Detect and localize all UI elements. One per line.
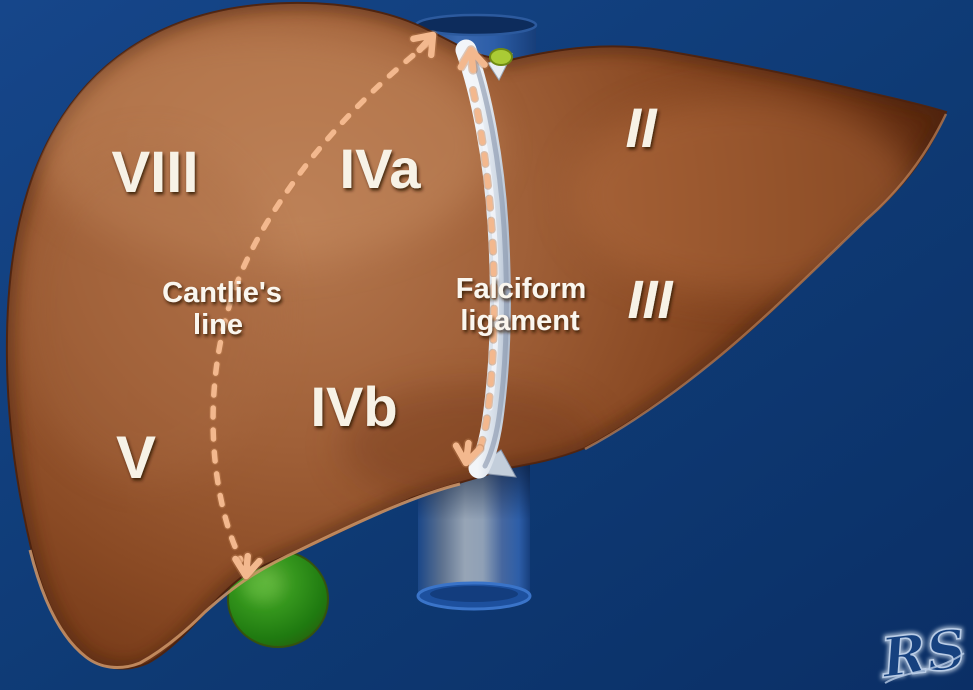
gallbladder-highlight	[245, 573, 279, 599]
liver-left-lobe-rim-highlight	[584, 113, 948, 451]
cantlies-line-label-2: line	[193, 309, 243, 341]
cantlies-line-label-1: Cantlie's	[162, 277, 282, 309]
falciform-ligament-shade	[469, 49, 509, 469]
liver-left-lobe-highlight	[570, 95, 920, 295]
segment-label-v: V	[116, 424, 156, 491]
segment-label-viii: VIII	[111, 140, 198, 205]
cantlies-line-annotation	[209, 27, 442, 577]
vena-cava-bottom-opening-inner	[430, 586, 518, 602]
ligamentum-teres-stump	[489, 48, 513, 66]
segment-label-ii: II	[625, 96, 658, 159]
segment-label-ivb: IVb	[310, 375, 397, 438]
cantlies-line-dashes	[210, 39, 433, 563]
falciform-line-dashes	[470, 87, 497, 451]
liver-body	[5, 1, 948, 670]
segment-label-iii: III	[627, 270, 673, 330]
liver-bottom-rim-highlight	[28, 482, 461, 670]
falciform-ligament-label-1: Falciform	[456, 273, 587, 305]
segment-label-iva: IVa	[340, 137, 422, 200]
falciform-ligament-label-2: ligament	[460, 305, 580, 337]
falciform-ligament-ribbon	[455, 39, 511, 479]
rs-watermark-swash	[884, 652, 965, 684]
falciform-line-annotation	[454, 49, 498, 465]
rs-watermark: RS RS	[874, 614, 971, 690]
rs-watermark-text: RS	[876, 616, 969, 690]
rs-watermark-glow: RS	[876, 616, 969, 690]
